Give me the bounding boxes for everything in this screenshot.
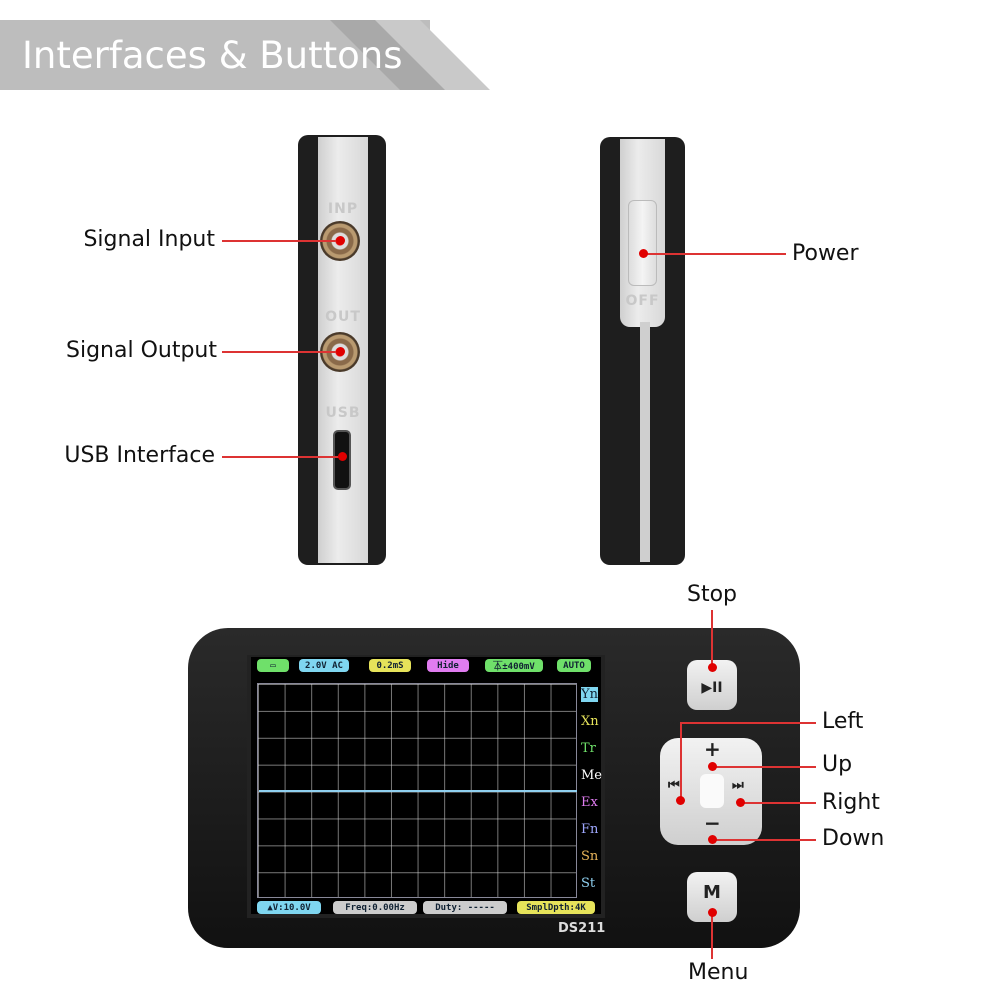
screen-menu-item[interactable]: Fn (581, 822, 599, 837)
usb-etch: USB (325, 405, 361, 421)
hide-tag[interactable]: Hide (427, 659, 469, 672)
trigger-tag[interactable]: ⏄±400mV (485, 659, 543, 672)
screen-menu-item[interactable]: St (581, 876, 596, 891)
left-label: Left (822, 709, 864, 734)
mode-tag[interactable]: AUTO (557, 659, 591, 672)
delta-v-tag: ▲V:10.0V (257, 901, 321, 914)
leader-line (222, 456, 342, 458)
callout-dot (639, 249, 648, 258)
sample-depth-tag: SmplDpth:4K (517, 901, 595, 914)
leader-line (222, 240, 340, 242)
screen-menu-item[interactable]: Me (581, 768, 603, 783)
off-etch: OFF (625, 293, 660, 309)
out-etch: OUT (325, 309, 361, 325)
signal-trace (259, 790, 577, 792)
callout-dot (736, 798, 745, 807)
screen-menu-item[interactable]: Xn (581, 714, 599, 729)
power-switch[interactable] (628, 200, 657, 286)
signal-input-label: Signal Input (83, 227, 215, 252)
callout-dot (708, 835, 717, 844)
down-label: Down (822, 826, 885, 851)
screen-menu-item[interactable]: Yn (581, 687, 598, 702)
callout-dot (708, 908, 717, 917)
screen-menu-item[interactable]: Sn (581, 849, 599, 864)
menu-label: Menu (688, 960, 749, 985)
dpad[interactable]: + − ⏮ ⏭ (660, 738, 762, 845)
callout-dot (336, 236, 345, 245)
page-title: Interfaces & Buttons (22, 34, 403, 77)
signal-output-label: Signal Output (66, 338, 217, 363)
leader-line (222, 351, 340, 353)
leader-line (680, 722, 816, 724)
model-label: DS211 (558, 921, 606, 936)
callout-dot (676, 796, 685, 805)
callout-dot (338, 452, 347, 461)
leader-line (711, 912, 713, 959)
device-right-side: OFF (600, 137, 685, 565)
screen-menu-item[interactable]: Ex (581, 795, 598, 810)
up-button[interactable]: + (704, 737, 721, 761)
stop-label: Stop (687, 582, 738, 607)
left-button[interactable]: ⏮ (668, 778, 680, 793)
time-div-tag[interactable]: 0.2mS (369, 659, 411, 672)
power-label: Power (792, 241, 859, 266)
leader-line (711, 610, 713, 666)
leader-line (680, 722, 682, 798)
callout-dot (336, 347, 345, 356)
screen-menu-item[interactable]: Tr (581, 741, 596, 756)
inp-etch: INP (327, 201, 359, 217)
leader-line (643, 253, 786, 255)
battery-icon: ▭ (257, 659, 289, 672)
up-label: Up (822, 752, 853, 777)
duty-tag: Duty: ----- (423, 901, 507, 914)
volt-div-tag[interactable]: 2.0V AC (299, 659, 349, 672)
right-label: Right (822, 790, 880, 815)
callout-dot (708, 762, 717, 771)
usb-interface-label: USB Interface (64, 443, 215, 468)
leader-line (712, 839, 816, 841)
leader-line (712, 766, 816, 768)
callout-dot (708, 663, 717, 672)
leader-line (740, 802, 816, 804)
freq-tag: Freq:0.00Hz (333, 901, 417, 914)
right-button[interactable]: ⏭ (732, 778, 744, 793)
down-button[interactable]: − (704, 811, 721, 835)
